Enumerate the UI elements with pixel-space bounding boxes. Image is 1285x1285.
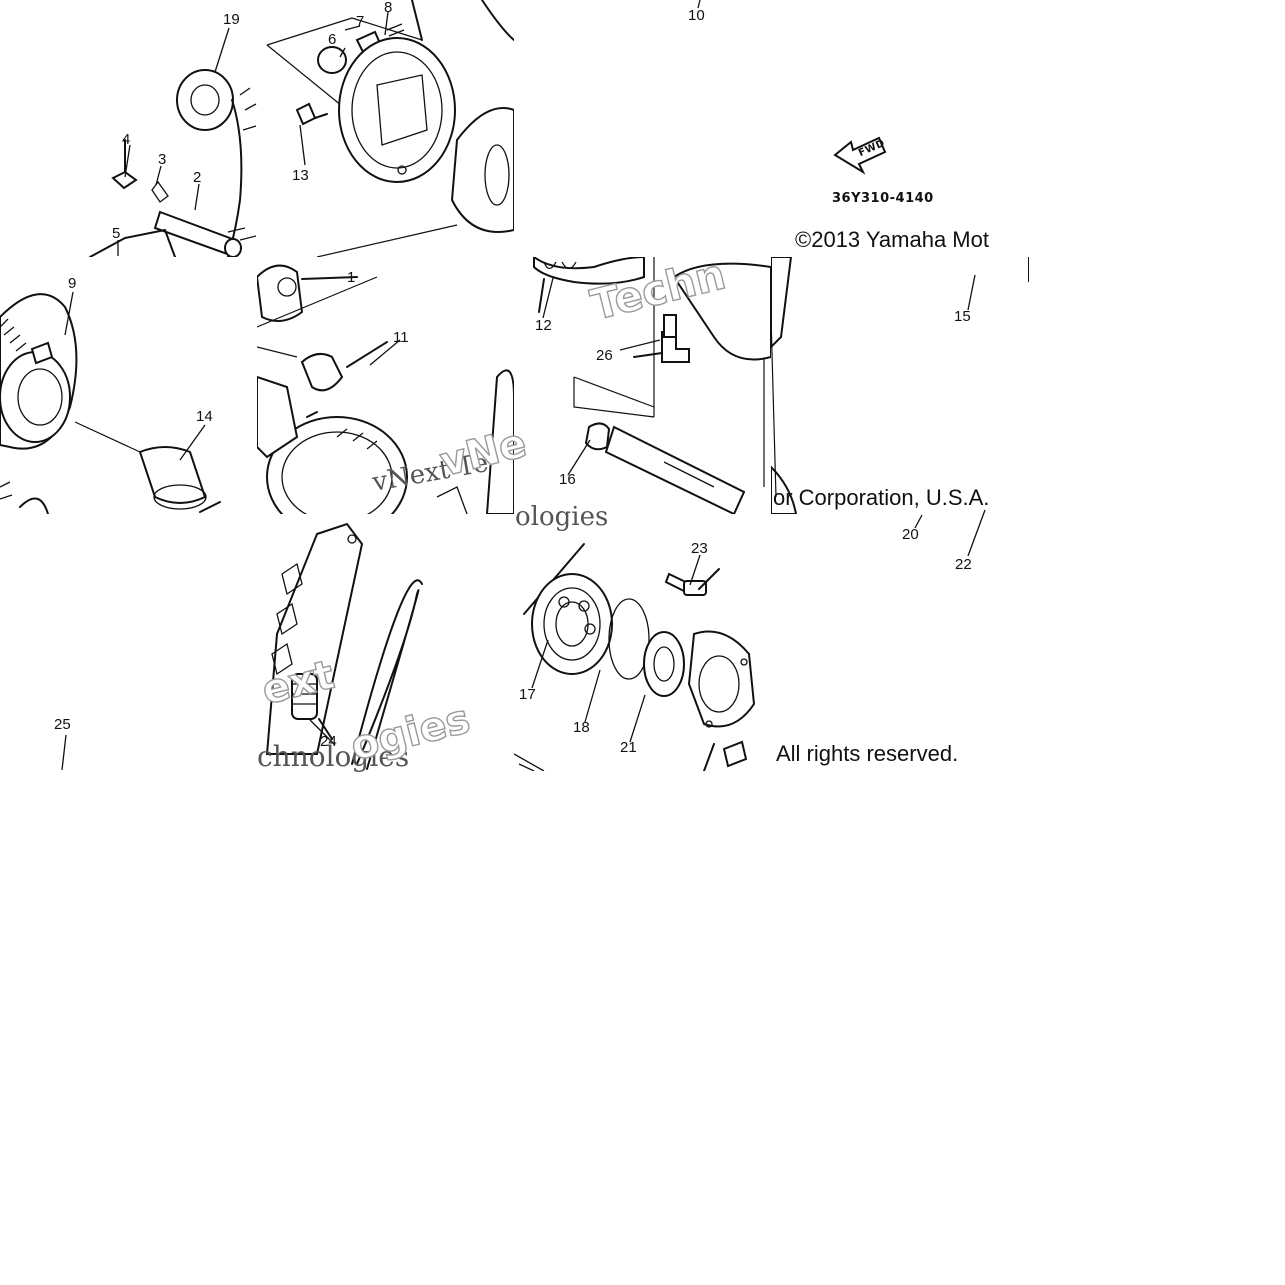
callout-9: 9 bbox=[68, 275, 77, 292]
callout-20: 20 bbox=[902, 526, 919, 543]
callout-12: 12 bbox=[535, 317, 552, 334]
starter-gear-drawing bbox=[0, 293, 221, 514]
clutch-boss-drawing bbox=[257, 264, 514, 514]
chain-drawing bbox=[265, 522, 423, 770]
main-shaft-drawing bbox=[533, 257, 771, 514]
callout-23: 23 bbox=[691, 540, 708, 557]
callout-8: 8 bbox=[384, 0, 393, 16]
callout-1: 1 bbox=[347, 269, 356, 286]
copyright-line-1: ©2013 Yamaha Mot bbox=[795, 227, 989, 252]
callout-11: 11 bbox=[393, 329, 409, 346]
part-code: 36Y310-4140 bbox=[832, 191, 934, 206]
callout-25: 25 bbox=[54, 716, 71, 733]
callout-10: 10 bbox=[688, 7, 705, 24]
callout-26: 26 bbox=[596, 347, 613, 364]
copyright-line-2: or Corporation, U.S.A. bbox=[773, 485, 990, 510]
callout-24: 24 bbox=[320, 733, 337, 750]
callout-21: 21 bbox=[620, 739, 637, 756]
callout-18: 18 bbox=[573, 719, 590, 736]
callout-5: 5 bbox=[112, 225, 121, 242]
shaft-end-drawing bbox=[771, 257, 798, 514]
diagram-tile-empty-5 bbox=[1028, 514, 1285, 771]
callout-19: 19 bbox=[223, 11, 240, 28]
diagram-tile-empty-2 bbox=[771, 257, 1028, 514]
callout-3: 3 bbox=[158, 151, 167, 168]
callout-22: 22 bbox=[955, 556, 972, 573]
callout-17: 17 bbox=[519, 686, 536, 703]
diagram-tile-blank-top bbox=[514, 0, 771, 257]
diagram-tile-main-shaft bbox=[514, 257, 771, 514]
diagram-tile-bearing-set bbox=[514, 514, 771, 771]
bearing-set-drawing bbox=[514, 543, 756, 771]
clutch-housing-drawing bbox=[266, 0, 514, 257]
diagram-tile-direction-code bbox=[771, 0, 1028, 257]
diagram-tile-starter-shaft bbox=[0, 0, 257, 257]
copyright-line-3: All rights reserved. bbox=[776, 741, 959, 766]
callout-7: 7 bbox=[356, 13, 365, 30]
callout-2: 2 bbox=[193, 169, 202, 186]
fwd-arrow-drawing bbox=[833, 136, 887, 175]
diagram-tile-right-gear bbox=[1028, 257, 1285, 514]
callout-15: 15 bbox=[954, 308, 971, 325]
diagram-tile-empty-3 bbox=[0, 514, 257, 771]
callout-16: 16 bbox=[559, 471, 576, 488]
callout-6: 6 bbox=[328, 31, 337, 48]
diagram-tile-empty-4 bbox=[771, 514, 1028, 771]
diagram-tile-empty-1 bbox=[1028, 0, 1285, 257]
callout-14: 14 bbox=[196, 408, 213, 425]
diagram-tile-starter-gear bbox=[0, 257, 257, 514]
callout-4: 4 bbox=[122, 131, 131, 148]
callout-13: 13 bbox=[292, 167, 309, 184]
fwd-arrow-icon bbox=[833, 136, 887, 175]
diagram-tile-chain bbox=[257, 514, 514, 771]
diagram-tile-clutch-boss bbox=[257, 257, 514, 514]
starter-shaft-drawing bbox=[89, 69, 257, 257]
